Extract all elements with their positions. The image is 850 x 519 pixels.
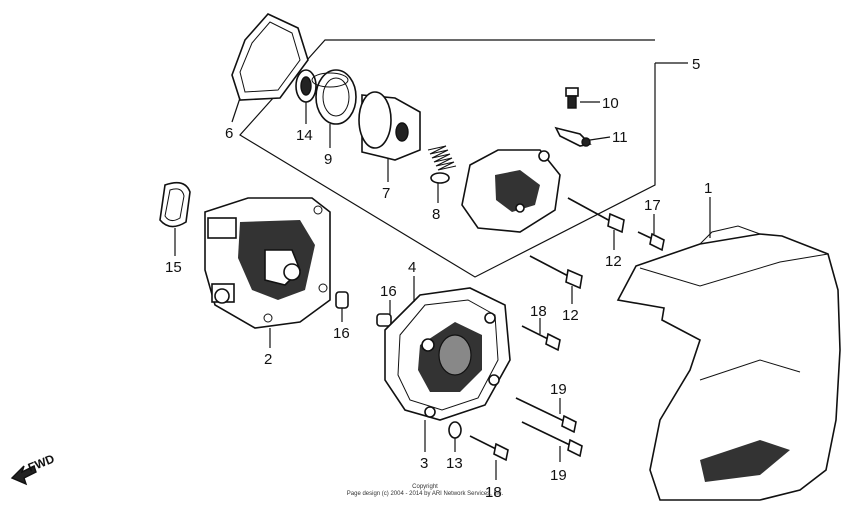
fwd-arrow-icon <box>10 465 37 486</box>
leader-11 <box>589 136 611 141</box>
fwd-label: FWD <box>26 451 57 474</box>
bolt-18a <box>521 325 561 352</box>
dowel-pin-16a <box>335 291 349 309</box>
callout-1: 1 <box>704 180 712 197</box>
bolt-18b <box>469 435 509 462</box>
callout-12b: 12 <box>562 307 579 324</box>
pump-cover-4 <box>384 287 511 421</box>
bolt-19b <box>521 421 583 458</box>
callout-2: 2 <box>264 351 272 368</box>
clip-11 <box>554 126 592 147</box>
callout-18b: 18 <box>485 484 502 501</box>
bolt-12b <box>529 255 583 290</box>
callout-17: 17 <box>644 197 661 214</box>
callout-19a: 19 <box>550 381 567 398</box>
bolt-12a <box>567 197 625 234</box>
seal-14 <box>295 69 317 103</box>
callout-7: 7 <box>382 185 390 202</box>
pump-body-2 <box>204 197 331 329</box>
callout-6: 6 <box>225 125 233 142</box>
callout-19b: 19 <box>550 467 567 484</box>
bearing-9 <box>311 69 357 125</box>
fwd-indicator: FWD <box>10 451 57 486</box>
dowel-pin-16b <box>376 313 392 327</box>
callout-12a: 12 <box>605 253 622 270</box>
copyright-line-2: Page design (c) 2004 - 2014 by ARI Netwo… <box>346 491 504 497</box>
callout-16b: 16 <box>380 283 397 300</box>
callout-10: 10 <box>602 95 619 112</box>
callout-18a: 18 <box>530 303 547 320</box>
copyright-notice: Copyright Page design (c) 2004 - 2014 by… <box>0 484 850 498</box>
copyright-line-1: Copyright <box>412 484 438 490</box>
callout-11: 11 <box>612 129 628 146</box>
pump-housing-cover <box>461 149 561 233</box>
callout-16a: 16 <box>333 325 350 342</box>
side-cover-1 <box>616 225 841 501</box>
callout-13: 13 <box>446 455 463 472</box>
callout-14: 14 <box>296 127 313 144</box>
callout-5: 5 <box>692 56 700 73</box>
rotor-7 <box>358 91 421 161</box>
callout-4: 4 <box>408 259 416 276</box>
bolt-17 <box>637 231 665 252</box>
o-ring-15 <box>159 181 191 228</box>
callout-15: 15 <box>165 259 182 276</box>
callout-9: 9 <box>324 151 332 168</box>
fitting-10 <box>565 87 579 109</box>
assembly-bracket-5 <box>239 39 656 278</box>
spring-8 <box>427 145 457 184</box>
callout-3: 3 <box>420 455 428 472</box>
bolt-19a <box>515 397 577 434</box>
callout-8: 8 <box>432 206 440 223</box>
gasket-6 <box>231 13 309 101</box>
leader-6 <box>231 97 241 123</box>
washer-13 <box>448 421 462 439</box>
